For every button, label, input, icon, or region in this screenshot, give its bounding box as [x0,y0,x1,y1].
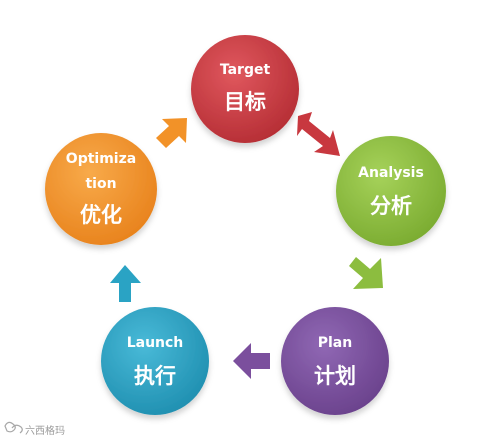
arrow-down-left-icon [349,257,383,289]
watermark-text: 六西格玛 [25,424,65,437]
node-optimization-label-zh: 优化 [80,203,122,227]
node-plan-circle [281,307,389,415]
node-analysis-label-en: Analysis [358,165,424,181]
node-optimization-label-en-line2: tion [85,176,116,192]
node-optimization-circle [45,133,157,245]
node-plan: Plan 计划 [281,307,389,415]
node-plan-label-zh: 计划 [314,364,356,388]
node-analysis-circle [336,136,446,246]
node-optimization-label-en-line1: Optimiza [66,151,136,167]
arrow-plan-launch [233,343,270,379]
node-target-label-zh: 目标 [224,90,266,114]
node-launch-circle [101,307,209,415]
arrow-launch-optimization [110,265,141,302]
arrow-target-analysis [297,112,340,156]
node-launch: Launch 执行 [101,307,209,415]
node-target-circle [191,35,299,143]
arrow-analysis-plan [349,257,383,289]
watermark-logo-icon [4,421,23,434]
node-target-label-en: Target [220,62,271,78]
arrow-up-right-icon [156,118,187,148]
node-plan-label-en: Plan [318,335,352,351]
arrow-up-icon [110,265,141,302]
node-target: Target 目标 [191,35,299,143]
node-optimization: Optimiza tion 优化 [45,133,157,245]
arrow-optimization-target [156,118,187,148]
node-launch-label-zh: 执行 [134,364,176,388]
node-analysis-label-zh: 分析 [370,194,412,218]
arrow-left-icon [233,343,270,379]
node-launch-label-en: Launch [127,335,184,351]
double-arrow-icon [297,112,340,156]
node-analysis: Analysis 分析 [336,136,446,246]
watermark: 六西格玛 [4,421,65,437]
